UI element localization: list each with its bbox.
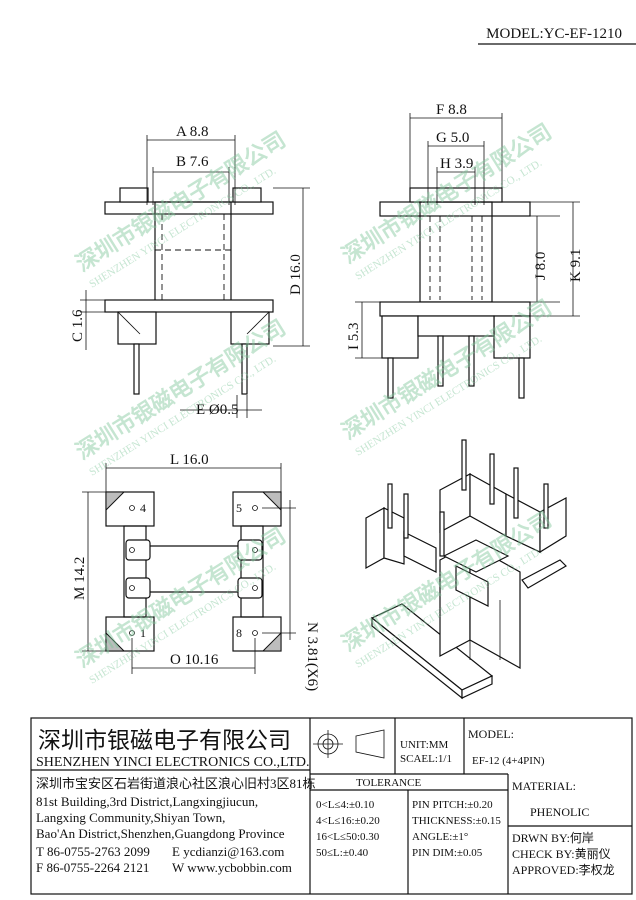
dim-j: J 8.0 [533,252,549,280]
email: E ycdianzi@163.com [172,844,284,859]
dim-n: N 3.81(X6) [304,622,320,691]
tolerance-3: 16<L≤50:0.30 [316,831,380,843]
tolerance-8: PIN DIM:±0.05 [412,847,483,859]
side-view [355,113,580,399]
dim-d: D 16.0 [288,254,304,295]
telephone: T 86-0755-2763 2099 [36,844,150,859]
model-label: MODEL: [468,727,514,741]
company-name-cn: 深圳市银磁电子有限公司 [38,728,291,753]
dim-m: M 14.2 [72,557,88,600]
dim-h: H 3.9 [440,156,473,172]
dim-b: B 7.6 [176,154,209,170]
drawn-by: DRWN BY:何岸 [512,831,594,845]
front-view [80,135,310,418]
address-en-2: Langxing Community,Shiyan Town, [36,810,225,825]
tolerance-4: 50≤L:±0.40 [316,847,369,859]
check-by: CHECK BY:黄丽仪 [512,847,611,861]
tolerance-2: 4<L≤16:±0.20 [316,815,380,827]
model-header: MODEL:YC-EF-1210 [486,26,622,42]
tolerance-5: PIN PITCH:±0.20 [412,799,493,811]
address-en-3: Bao'An District,Shenzhen,Guangdong Provi… [36,826,285,841]
dim-g: G 5.0 [436,130,469,146]
dim-i: I 5.3 [346,323,362,351]
pin-label-5: 5 [236,501,242,515]
tolerance-label: TOLERANCE [356,777,421,789]
dim-f: F 8.8 [436,102,467,118]
pin-label-8: 8 [236,626,242,640]
pin-label-1: 1 [140,626,146,640]
watermark-cn-3: 深圳市银磁电子有限公司 [71,315,289,464]
dim-k: K 9.1 [568,249,584,282]
company-name-en: SHENZHEN YINCI ELECTRONICS CO.,LTD. [36,755,310,770]
title-block [30,717,633,895]
website: W www.ycbobbin.com [172,860,292,875]
scale-label: SCAEL:1/1 [400,753,452,765]
bottom-view [82,463,296,674]
material-value: PHENOLIC [530,805,589,819]
dim-e: E Ø0.5 [196,402,239,418]
pin-label-4: 4 [140,501,146,515]
model-value: EF-12 (4+4PIN) [472,755,545,767]
dim-l: L 16.0 [170,452,209,468]
address-cn: 深圳市宝安区石岩街道浪心社区浪心旧村3区81栋 [36,776,316,791]
dim-a: A 8.8 [176,124,209,140]
tolerance-7: ANGLE:±1° [412,831,468,843]
dim-o: O 10.16 [170,652,219,668]
unit-label: UNIT:MM [400,739,449,751]
tolerance-6: THICKNESS:±0.15 [412,815,501,827]
fax: F 86-0755-2264 2121 [36,860,149,875]
dim-c: C 1.6 [70,309,86,342]
isometric-view [365,439,567,700]
tolerance-1: 0<L≤4:±0.10 [316,799,375,811]
address-en-1: 81st Building,3rd District,Langxingjiucu… [36,794,258,809]
material-label: MATERIAL: [512,779,576,793]
approved-by: APPROVED:李权龙 [512,862,615,877]
